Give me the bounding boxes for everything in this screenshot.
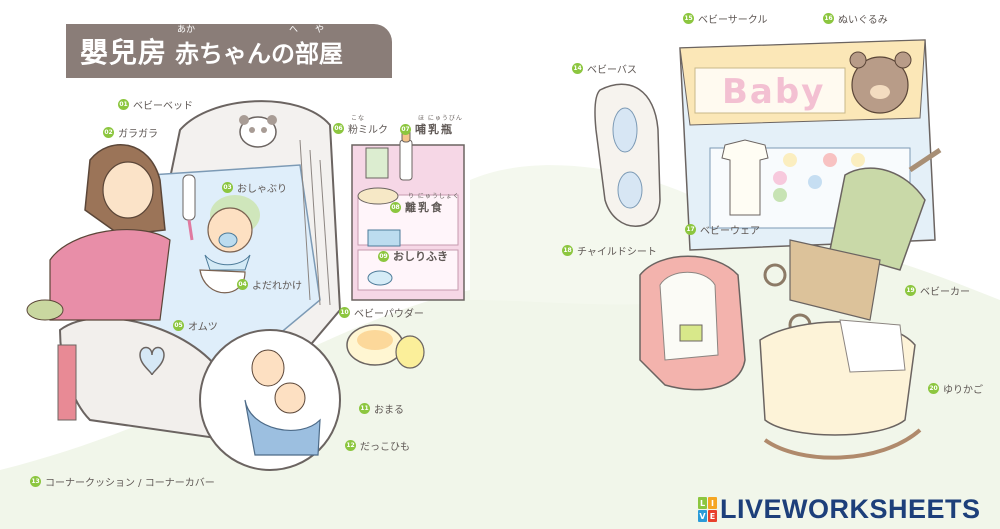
- label-baby-bed[interactable]: 01 ベビーベッド: [118, 99, 193, 112]
- number-badge: 09: [378, 250, 389, 262]
- logo-icon: L I V E: [698, 497, 717, 522]
- shelf-illustration: [351, 127, 465, 301]
- liveworksheets-logo[interactable]: L I V E LIVEWORKSHEETS: [698, 494, 981, 525]
- label-playpen[interactable]: 15 ベビーサークル: [683, 13, 768, 26]
- label-baby-carrier[interactable]: 12 だっこひも: [345, 440, 410, 453]
- furigana-he: へ: [289, 24, 299, 35]
- number-badge: 13: [30, 476, 41, 487]
- title-sub: あか へ や 赤ちゃんの部屋: [175, 25, 343, 69]
- label-powdered-milk[interactable]: こな 06 粉ミルク: [333, 115, 388, 136]
- number-badge: 16: [823, 13, 834, 24]
- number-badge: 20: [928, 383, 939, 394]
- label-corner-cushion[interactable]: 13 コーナークッション / コーナーカバー: [30, 476, 215, 489]
- title-banner: 嬰兒房 あか へ や 赤ちゃんの部屋: [66, 24, 392, 78]
- number-badge: 08: [390, 201, 401, 213]
- label-stroller[interactable]: 19 ベビーカー: [905, 285, 970, 298]
- label-baby-powder[interactable]: 10 ベビーパウダー: [339, 307, 424, 320]
- baby-carrier-illustration: [199, 329, 341, 471]
- number-badge: 19: [905, 285, 916, 296]
- number-badge: 02: [103, 127, 114, 138]
- furigana-aka: あか: [177, 24, 196, 35]
- playpen-baby-text: Baby: [722, 72, 826, 112]
- label-diaper[interactable]: 05 オムツ: [173, 320, 218, 333]
- baby-bath-illustration: [594, 83, 661, 227]
- mother-illustration: [26, 144, 171, 321]
- number-badge: 05: [173, 320, 184, 331]
- number-badge: 15: [683, 13, 694, 24]
- number-badge: 04: [237, 279, 248, 290]
- potty-illustration: [346, 324, 425, 369]
- logo-text: LIVEWORKSHEETS: [720, 494, 981, 524]
- label-baby-food[interactable]: り にゅうしょく 08 離乳食: [390, 193, 460, 214]
- label-baby-wear[interactable]: 17 ベビーウェア: [685, 224, 760, 237]
- number-badge: 07: [400, 123, 411, 135]
- label-baby-bath[interactable]: 14 ベビーバス: [572, 63, 637, 76]
- label-cradle[interactable]: 20 ゆりかご: [928, 383, 983, 396]
- title-main: 嬰兒房: [80, 36, 168, 69]
- number-badge: 17: [685, 224, 696, 235]
- number-badge: 14: [572, 63, 583, 74]
- label-wipes[interactable]: 09 おしりふき: [378, 250, 448, 263]
- label-baby-bottle[interactable]: ほ にゅうびん 07 哺乳瓶: [400, 115, 463, 136]
- label-bib[interactable]: 04 よだれかけ: [237, 279, 302, 292]
- child-seat-illustration: [639, 255, 746, 391]
- number-badge: 01: [118, 99, 129, 110]
- stroller-illustration: [763, 147, 942, 337]
- cradle-illustration: [759, 319, 922, 460]
- label-pacifier[interactable]: 03 おしゃぶり: [222, 182, 287, 195]
- number-badge: 06: [333, 123, 344, 134]
- number-badge: 11: [359, 403, 370, 414]
- number-badge: 18: [562, 245, 573, 256]
- label-child-seat[interactable]: 18 チャイルドシート: [562, 245, 657, 258]
- label-rattle[interactable]: 02 ガラガラ: [103, 127, 158, 140]
- furigana-ya: や: [315, 24, 325, 35]
- number-badge: 03: [222, 182, 233, 193]
- label-stuffed-toy[interactable]: 16 ぬいぐるみ: [823, 13, 888, 26]
- number-badge: 12: [345, 440, 356, 451]
- baby-illustration: [182, 174, 260, 294]
- label-potty[interactable]: 11 おまる: [359, 403, 404, 416]
- number-badge: 10: [339, 307, 350, 318]
